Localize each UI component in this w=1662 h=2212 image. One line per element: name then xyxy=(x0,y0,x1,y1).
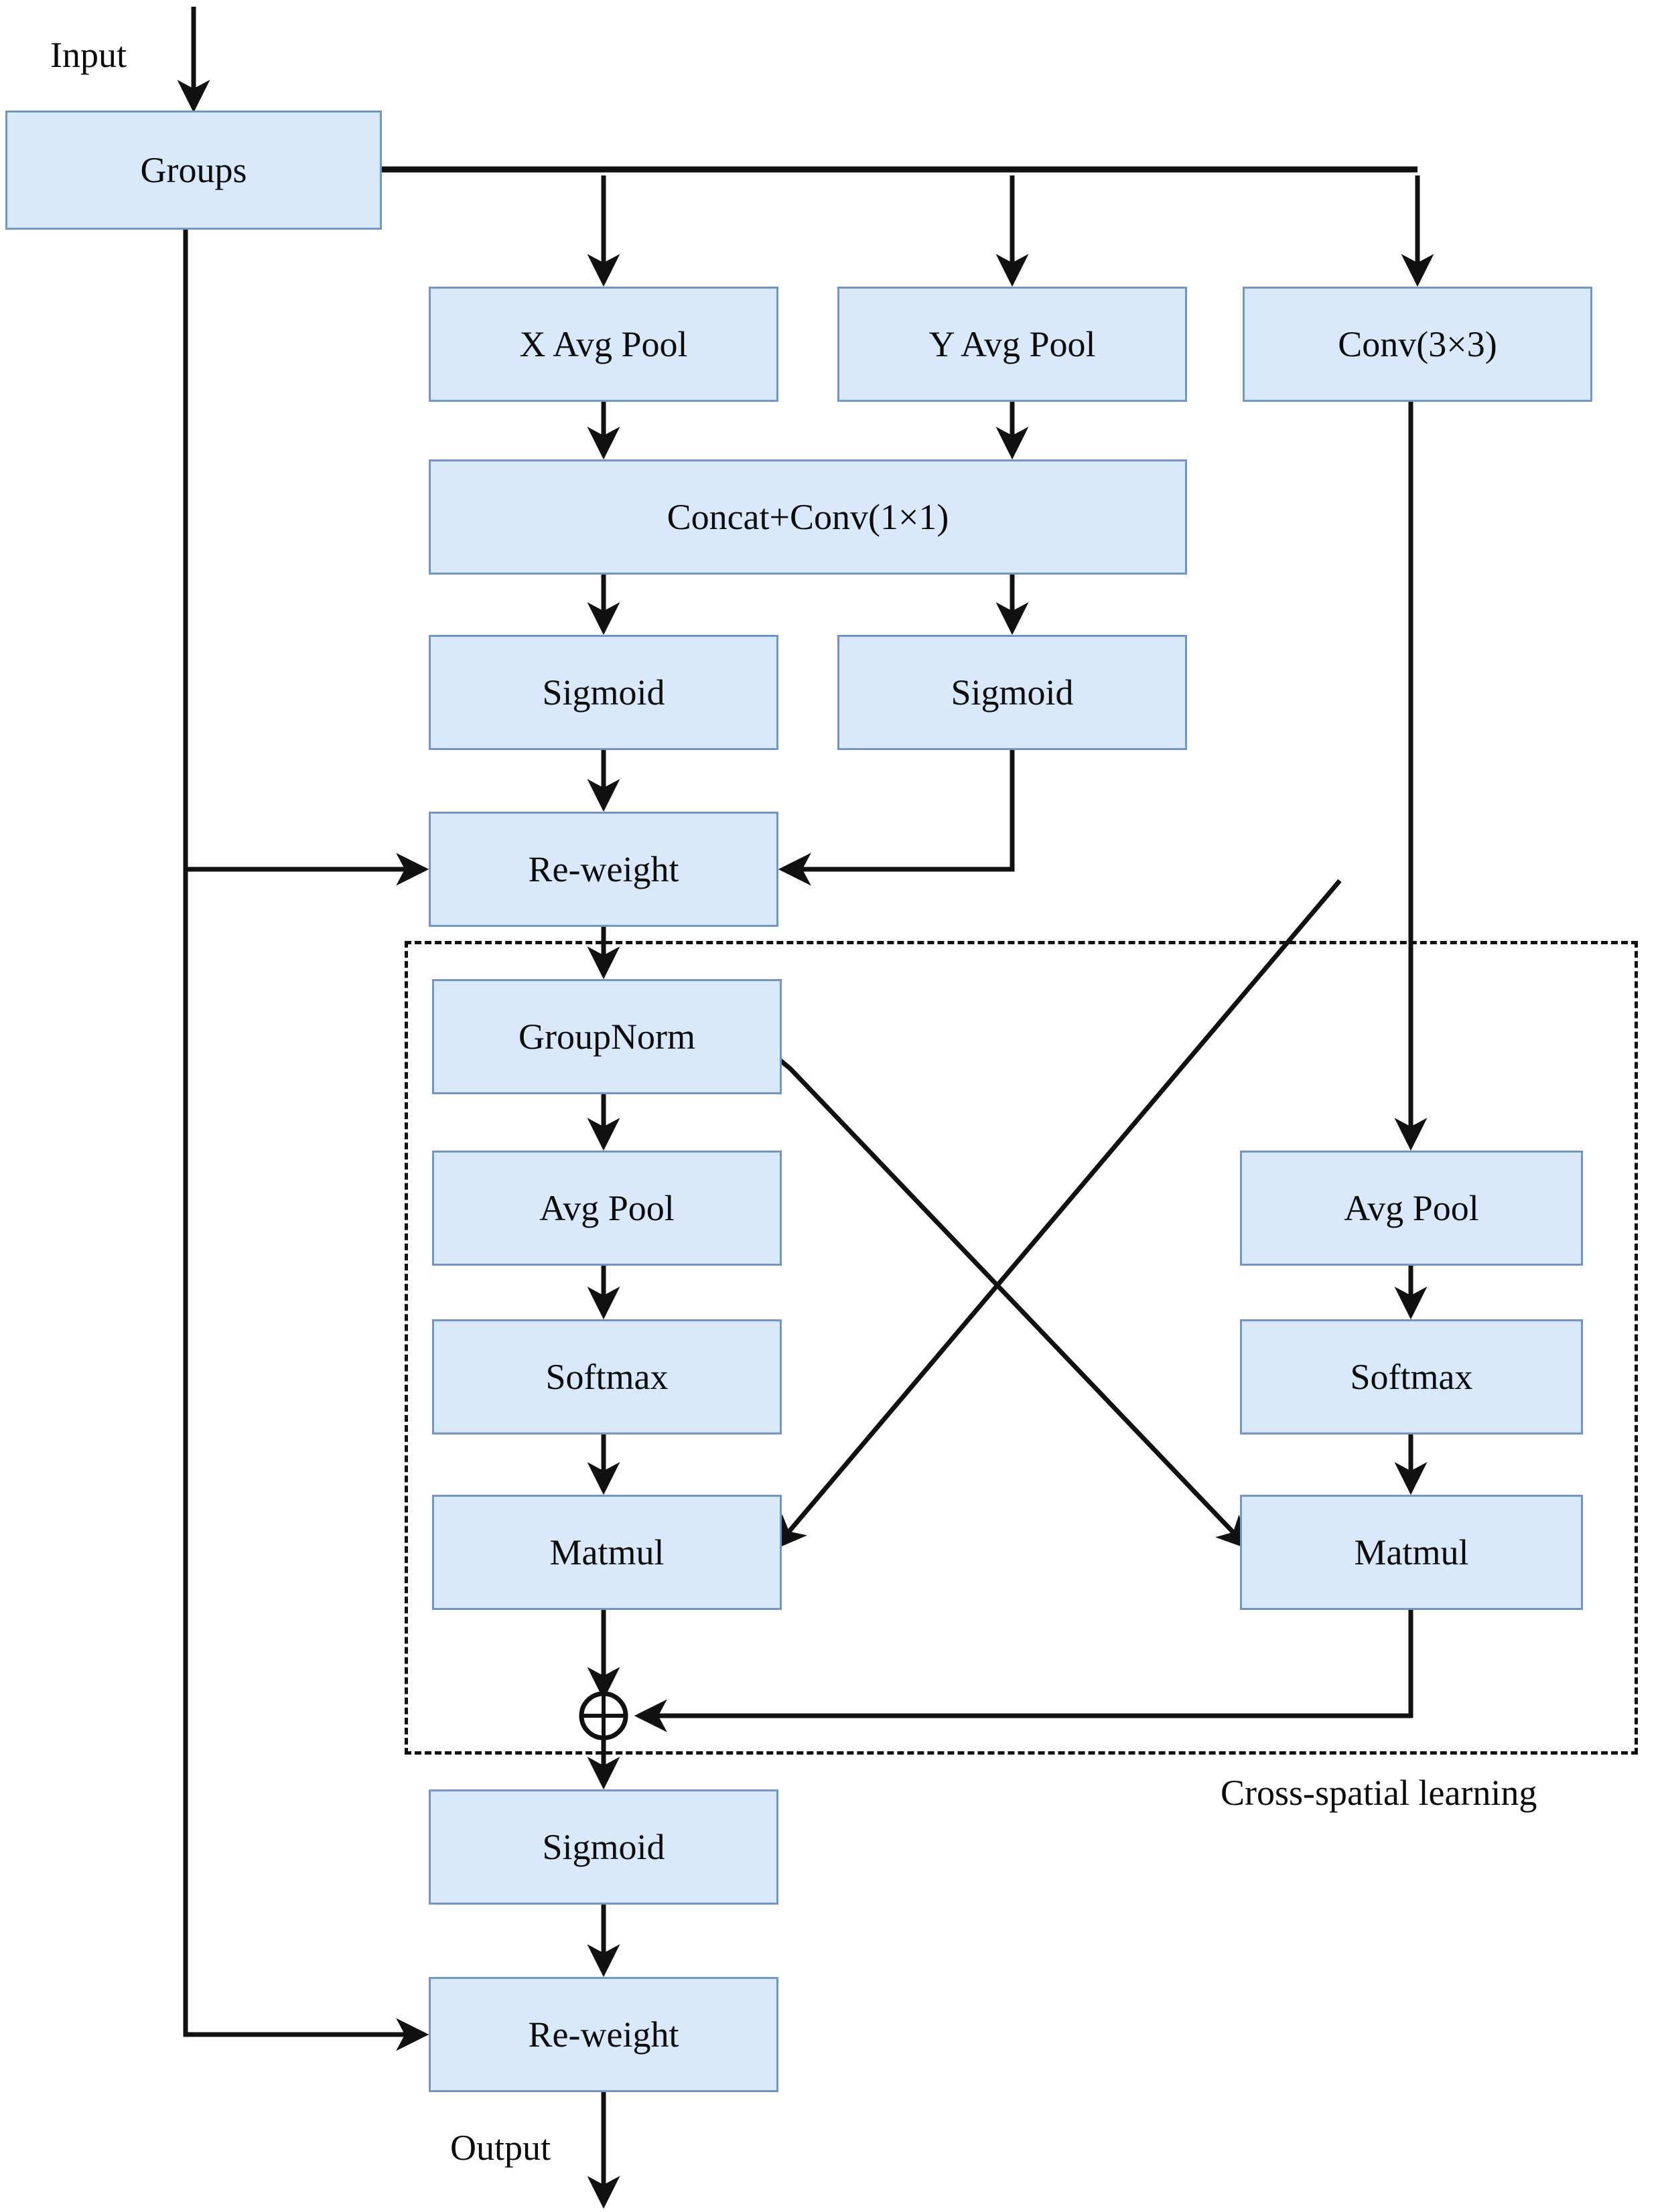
cross-spatial-learning-label: Cross-spatial learning xyxy=(1221,1773,1537,1813)
input-label: Input xyxy=(50,35,127,75)
node-label: Avg Pool xyxy=(1344,1188,1479,1228)
node-softmax_r[interactable]: Softmax xyxy=(1240,1319,1583,1434)
node-label: GroupNorm xyxy=(518,1017,695,1057)
wire-groups-to-reweight1 xyxy=(183,230,429,886)
node-label: Re-weight xyxy=(528,849,679,889)
node-sigmoid_2[interactable]: Sigmoid xyxy=(837,635,1187,750)
node-concat_conv[interactable]: Concat+Conv(1×1) xyxy=(429,459,1187,575)
node-matmul_l[interactable]: Matmul xyxy=(432,1495,782,1610)
cross-spatial-region xyxy=(405,941,1638,1755)
node-label: X Avg Pool xyxy=(519,324,688,364)
wire-sigmoid2-to-reweight1 xyxy=(778,750,1015,886)
node-label: Conv(3×3) xyxy=(1338,324,1497,364)
node-label: Sigmoid xyxy=(542,672,665,713)
node-softmax_l[interactable]: Softmax xyxy=(432,1319,782,1434)
node-label: Matmul xyxy=(549,1532,665,1572)
node-x_avg_pool[interactable]: X Avg Pool xyxy=(429,287,778,402)
node-label: Softmax xyxy=(545,1357,669,1397)
wire-groups-to-reweight2 xyxy=(183,869,429,2051)
node-sigmoid_3[interactable]: Sigmoid xyxy=(429,1789,778,1905)
node-label: Matmul xyxy=(1354,1532,1469,1572)
node-y_avg_pool[interactable]: Y Avg Pool xyxy=(837,287,1187,402)
node-label: Sigmoid xyxy=(951,672,1074,713)
node-label: Concat+Conv(1×1) xyxy=(667,497,949,537)
node-reweight_1[interactable]: Re-weight xyxy=(429,812,778,927)
node-sigmoid_1[interactable]: Sigmoid xyxy=(429,635,778,750)
node-label: Groups xyxy=(140,150,247,190)
node-reweight_2[interactable]: Re-weight xyxy=(429,1977,778,2092)
node-groups[interactable]: Groups xyxy=(5,110,382,230)
node-groupnorm[interactable]: GroupNorm xyxy=(432,979,782,1094)
node-avgpool_r[interactable]: Avg Pool xyxy=(1240,1151,1583,1266)
node-avgpool_l[interactable]: Avg Pool xyxy=(432,1151,782,1266)
node-label: Avg Pool xyxy=(539,1188,675,1228)
node-label: Softmax xyxy=(1350,1357,1473,1397)
node-matmul_r[interactable]: Matmul xyxy=(1240,1495,1583,1610)
node-label: Y Avg Pool xyxy=(928,324,1096,364)
node-label: Re-weight xyxy=(528,2014,679,2055)
node-conv3x3[interactable]: Conv(3×3) xyxy=(1243,287,1592,402)
output-label: Output xyxy=(450,2128,551,2168)
node-label: Sigmoid xyxy=(542,1827,665,1867)
